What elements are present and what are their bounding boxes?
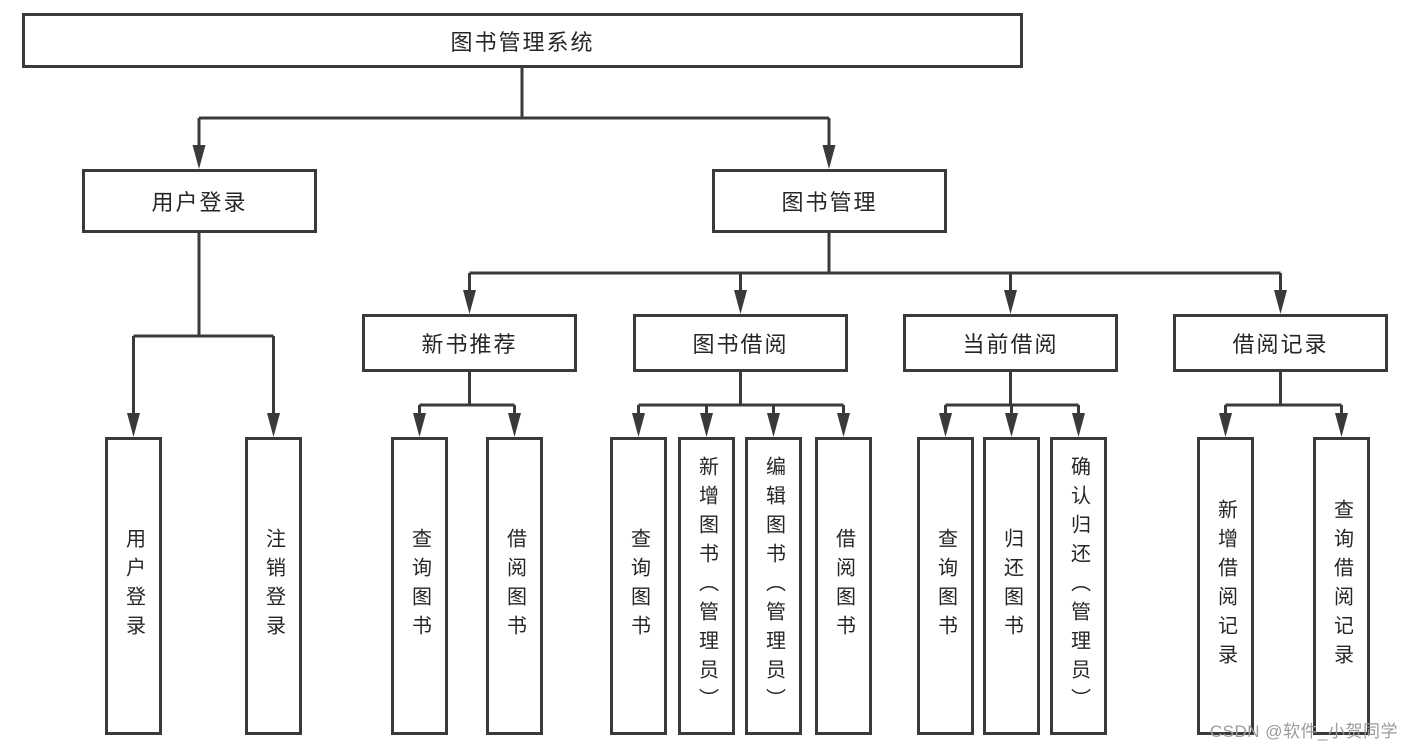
node-current-borrowing: 当前借阅 bbox=[903, 314, 1118, 372]
node-borrowing-records: 借阅记录 bbox=[1173, 314, 1388, 372]
leaf-add-book-admin: 新增图书（管理员） bbox=[678, 437, 735, 735]
leaf-logout: 注销登录 bbox=[245, 437, 302, 735]
node-user-login: 用户登录 bbox=[82, 169, 317, 233]
leaf-add-borrow-record: 新增借阅记录 bbox=[1197, 437, 1254, 735]
leaf-query-books-borrowing: 查询图书 bbox=[610, 437, 667, 735]
leaf-query-books-current: 查询图书 bbox=[917, 437, 974, 735]
csdn-watermark: CSDN @软件_小贺同学 bbox=[1209, 722, 1398, 741]
leaf-confirm-return-admin: 确认归还（管理员） bbox=[1050, 437, 1107, 735]
node-library-management-system: 图书管理系统 bbox=[22, 13, 1023, 68]
node-new-book-recommendation: 新书推荐 bbox=[362, 314, 577, 372]
node-book-borrowing: 图书借阅 bbox=[633, 314, 848, 372]
leaf-user-login: 用户登录 bbox=[105, 437, 162, 735]
leaf-borrow-books-recommend: 借阅图书 bbox=[486, 437, 543, 735]
leaf-return-book: 归还图书 bbox=[983, 437, 1040, 735]
node-book-management: 图书管理 bbox=[712, 169, 947, 233]
leaf-edit-book-admin: 编辑图书（管理员） bbox=[745, 437, 802, 735]
arrowhead-icons bbox=[127, 145, 1348, 437]
leaf-query-borrow-record: 查询借阅记录 bbox=[1313, 437, 1370, 735]
leaf-borrow-books: 借阅图书 bbox=[815, 437, 872, 735]
leaf-query-books-recommend: 查询图书 bbox=[391, 437, 448, 735]
